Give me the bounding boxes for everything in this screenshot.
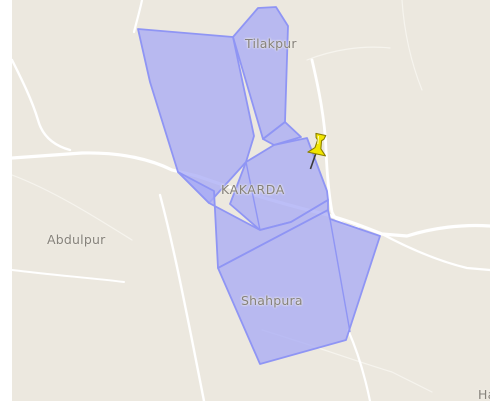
track bbox=[401, 0, 423, 91]
place-label-abdulpur: Abdulpur bbox=[47, 232, 106, 247]
boundary-west-block[interactable] bbox=[137, 28, 255, 204]
border-line bbox=[245, 161, 261, 231]
road-northwest bbox=[132, 0, 144, 34]
road-east bbox=[380, 232, 490, 272]
boundary-tilakpur-east[interactable] bbox=[262, 121, 302, 146]
village-boundaries bbox=[137, 6, 381, 365]
track bbox=[12, 174, 133, 241]
road-west-diagonal bbox=[12, 58, 72, 152]
pushpin-icon[interactable] bbox=[305, 132, 330, 172]
map-layer bbox=[12, 0, 490, 401]
place-label-shahpura: Shahpura bbox=[241, 293, 303, 308]
place-label-tilakpur: Tilakpur bbox=[245, 36, 297, 51]
road-south bbox=[158, 193, 206, 401]
interior-borders bbox=[245, 161, 351, 333]
place-label-partial: Ha bbox=[478, 387, 490, 401]
pushpin-body bbox=[307, 132, 327, 157]
pushpin-highlight bbox=[317, 135, 320, 145]
map-canvas[interactable]: Tilakpur KAKARDA Abdulpur Shahpura Ha bbox=[12, 0, 490, 401]
boundary-shahpura[interactable] bbox=[217, 209, 381, 365]
border-line bbox=[329, 218, 351, 333]
pushpin-needle bbox=[309, 153, 317, 170]
track bbox=[306, 46, 391, 61]
road-southeast bbox=[346, 328, 372, 401]
road-west-lower bbox=[12, 269, 125, 283]
place-label-kakarda: KAKARDA bbox=[221, 182, 285, 197]
roads bbox=[12, 0, 490, 401]
